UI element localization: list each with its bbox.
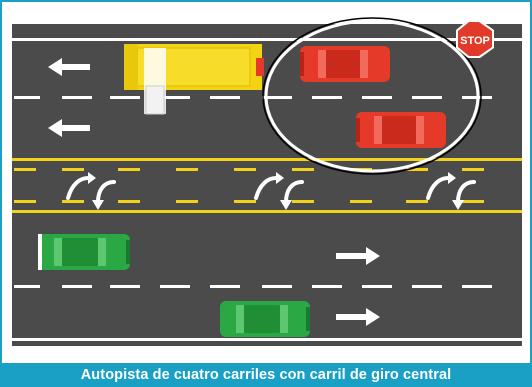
arrow-left-icon (48, 58, 90, 76)
school-bus (124, 44, 264, 115)
highlight-ellipse (264, 19, 480, 173)
road-edge-line-bottom (12, 338, 522, 341)
caption-bar: Autopista de cuatro carriles con carril … (0, 363, 532, 387)
arrow-left-icon (48, 119, 90, 137)
highlight-ellipse-outline (262, 17, 482, 175)
caption-text: Autopista de cuatro carriles con carril … (80, 367, 452, 383)
green-car (220, 301, 310, 337)
road-surface (12, 24, 522, 346)
stop-sign-text: STOP (460, 35, 490, 47)
stop-sign-icon: STOP (456, 20, 494, 58)
highway-diagram: STOP (12, 17, 522, 346)
red-car (300, 46, 390, 82)
arrow-right-icon (336, 308, 380, 326)
eastbound-lane-divider (14, 285, 492, 288)
red-car (356, 112, 446, 148)
center-turn-lane-lines (12, 158, 522, 213)
arrow-right-icon (336, 247, 380, 265)
road-edge-line-top (12, 38, 522, 41)
green-car (38, 234, 130, 270)
